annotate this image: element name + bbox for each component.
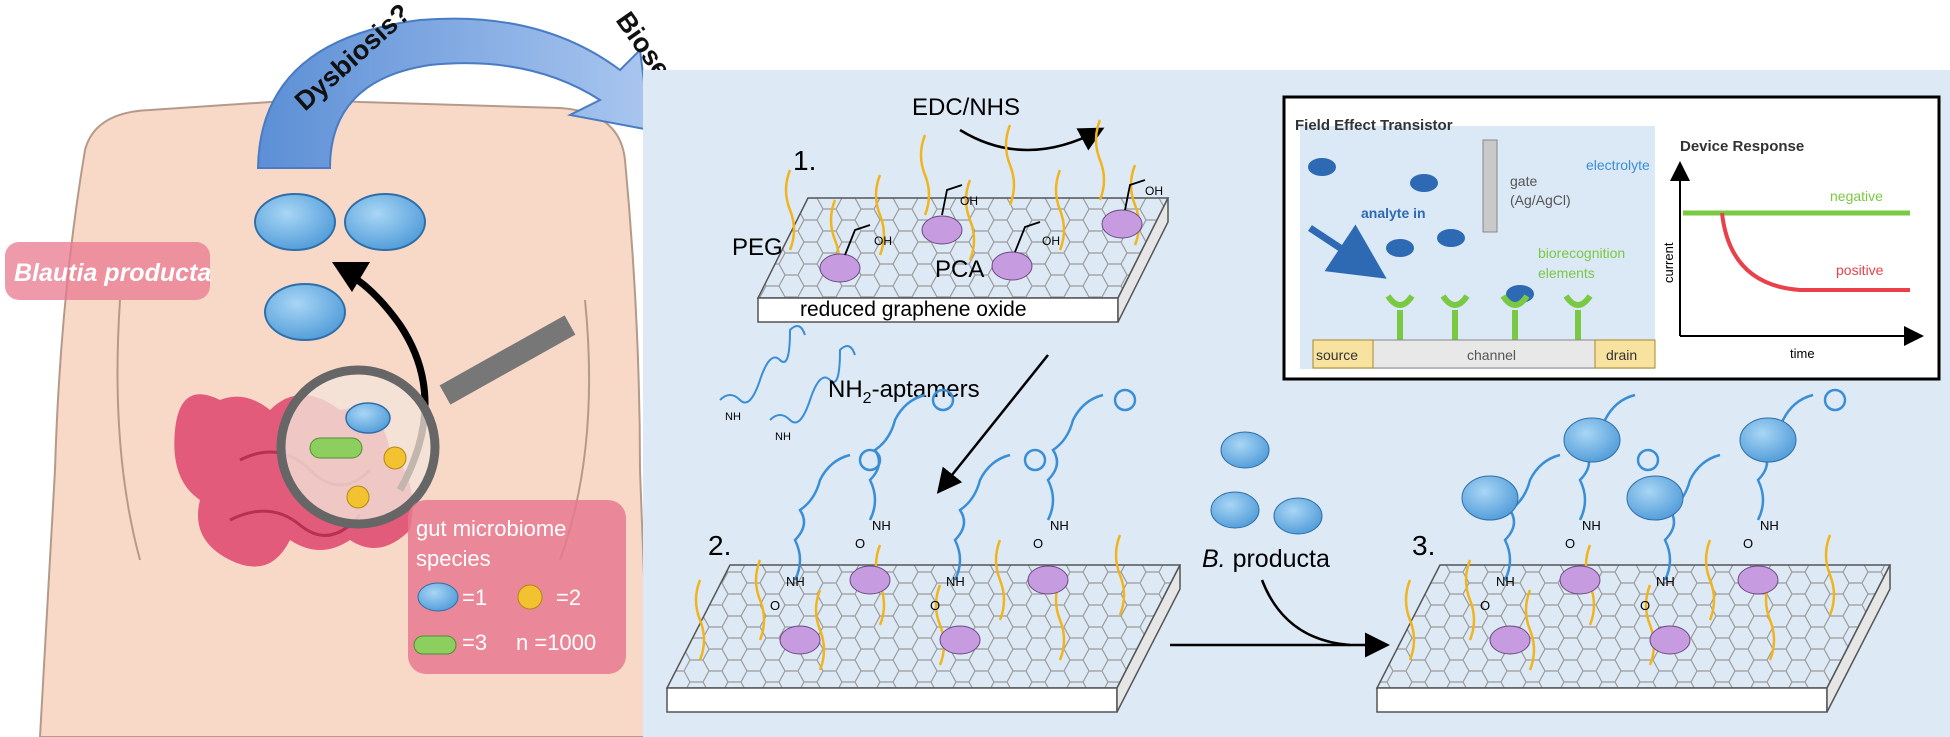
microbiome-legend-box: [408, 500, 626, 674]
response-x-label: time: [1790, 346, 1815, 361]
pca-molecules-1: [819, 179, 1146, 283]
positive-label: positive: [1836, 262, 1884, 278]
captured-bacteria-icons: [1461, 417, 1797, 521]
o-label: O: [930, 598, 940, 613]
drain-label: drain: [1606, 347, 1637, 363]
o-label: O: [770, 598, 780, 613]
graphene-sheet-3: [1375, 564, 1892, 713]
aptamers-subscript: 2: [863, 390, 872, 407]
oh-label: OH: [874, 234, 892, 248]
biorecognition-line1: biorecognition: [1538, 245, 1625, 261]
legend-value-1: =1: [462, 585, 487, 610]
source-label: source: [1316, 347, 1358, 363]
edc-nhs-label: EDC/NHS: [912, 94, 1020, 121]
o-label: O: [855, 536, 865, 551]
analyte-dots: [1308, 158, 1534, 303]
green-bacterium-icon: [413, 635, 457, 655]
bacterium-icon: [254, 193, 336, 251]
step-2-number: 2.: [708, 530, 731, 561]
positive-trace: [1720, 212, 1910, 292]
oh-label: OH: [1145, 184, 1163, 198]
nh-label: NH: [872, 518, 891, 533]
o-label: O: [1033, 536, 1043, 551]
nh-label: NH: [1656, 574, 1675, 589]
o-label: O: [1480, 598, 1490, 613]
nh2-small-label: NH: [725, 411, 741, 423]
nh-label: NH: [1760, 518, 1779, 533]
magnifier-icon: [276, 315, 576, 529]
legend-value-3: =3: [462, 630, 487, 655]
o-label: O: [1565, 536, 1575, 551]
gate-electrode: [1482, 139, 1498, 233]
negative-label: negative: [1830, 188, 1883, 204]
fet-title: Field Effect Transistor: [1295, 117, 1453, 134]
analyte-in-arrow: [1308, 224, 1387, 279]
legend-value-2: =2: [556, 585, 581, 610]
nh-label: NH: [1050, 518, 1069, 533]
reagent-arrow: [959, 127, 1105, 152]
nh-label: NH: [786, 574, 805, 589]
biorecognition-line2: elements: [1538, 265, 1595, 281]
bacterium-icon: [344, 193, 426, 251]
gate-label-line1: gate: [1510, 173, 1537, 189]
aptamers-suffix: -aptamers: [872, 376, 980, 403]
peg-label: PEG: [732, 234, 783, 261]
microbiome-title-line2: species: [416, 546, 491, 571]
blue-bacterium-icon: [417, 582, 459, 612]
big-transition-arrow: [256, 17, 652, 169]
nh-label: NH: [1496, 574, 1515, 589]
gate-label-line2: (Ag/AgCl): [1510, 192, 1571, 208]
electrolyte-label: electrolyte: [1586, 157, 1650, 173]
graphene-sheet-1: [756, 197, 1170, 323]
species-label-text: Blautia producta: [14, 259, 211, 287]
nh-label: NH: [1582, 518, 1601, 533]
o-label: O: [1640, 598, 1650, 613]
channel-label: channel: [1467, 347, 1516, 363]
microbiome-title-line1: gut microbiome: [416, 516, 566, 541]
free-aptamer-icons: [719, 325, 856, 424]
analyte-label: B. producta: [1202, 545, 1330, 573]
graphene-sheet-2: [665, 564, 1182, 713]
pca-molecules-2: [779, 565, 1069, 655]
bacterium-icon: [264, 283, 346, 341]
receptor-icons: [1385, 294, 1593, 340]
peg-strands-3: [1404, 534, 1836, 671]
analyte-join-arrow: [1260, 579, 1351, 647]
sample-size: n =1000: [516, 630, 596, 655]
response-title: Device Response: [1680, 138, 1804, 155]
oh-label: OH: [960, 194, 978, 208]
response-y-label: current: [1661, 242, 1676, 283]
peg-strands-1: [784, 119, 1141, 281]
yellow-bacterium-icon: [517, 584, 543, 610]
analyte-genus: B.: [1202, 545, 1226, 573]
nh2-small-label: NH: [775, 431, 791, 443]
source-electrode: [1312, 339, 1374, 369]
drain-electrode: [1594, 339, 1656, 369]
analyte-bacteria-icons: [1210, 431, 1323, 535]
o-label: O: [1743, 536, 1753, 551]
analyte-species: producta: [1226, 545, 1330, 573]
bound-aptamers-2: [793, 388, 1137, 581]
pca-molecules-3: [1489, 565, 1779, 655]
oh-label: OH: [1042, 234, 1060, 248]
nh-label: NH: [946, 574, 965, 589]
aptamers-prefix: NH: [828, 376, 863, 403]
selection-arrowhead: [332, 262, 370, 292]
step1-to-2-arrow: [936, 354, 1049, 494]
pca-label: PCA: [935, 256, 984, 283]
step-3-number: 3.: [1412, 530, 1435, 561]
species-label-badge: [5, 242, 210, 300]
substrate-label: reduced graphene oxide: [800, 298, 1027, 321]
aptamers-label: NH2-aptamers: [828, 376, 980, 407]
step-1-number: 1.: [793, 145, 816, 176]
analyte-in-label: analyte in: [1361, 205, 1426, 221]
